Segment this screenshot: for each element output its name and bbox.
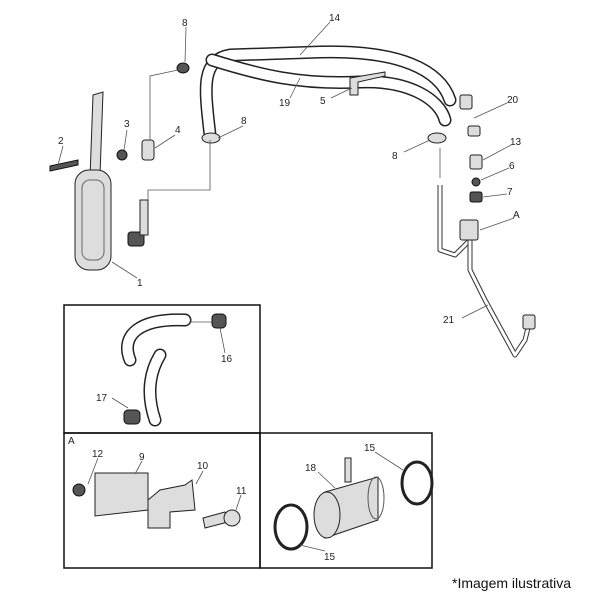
callout-12: 12	[92, 449, 104, 460]
callout-2: 2	[58, 136, 64, 147]
callout-A-inset: A	[68, 436, 75, 447]
callout-6: 6	[509, 161, 515, 172]
clamp-8	[427, 132, 447, 144]
callout-20: 20	[507, 95, 519, 106]
callout-9: 9	[139, 452, 145, 463]
callout-19: 19	[279, 98, 291, 109]
callout-11: 11	[236, 486, 247, 497]
bracket-5	[349, 71, 386, 96]
nut-6	[471, 177, 481, 187]
clamp-8	[176, 62, 190, 74]
inset-tube	[273, 451, 434, 552]
callout-15: 15	[324, 552, 336, 563]
callout-8: 8	[182, 18, 188, 29]
callout-10: 10	[197, 461, 209, 472]
fitting-13	[469, 154, 483, 170]
callout-3: 3	[124, 119, 130, 130]
fitting-20	[459, 94, 473, 110]
callout-4: 4	[175, 125, 181, 136]
callout-7: 7	[507, 187, 513, 198]
clamp-8	[201, 132, 221, 144]
leader-lines	[57, 21, 515, 319]
ferrule-7	[469, 191, 483, 203]
callout-21: 21	[443, 315, 455, 326]
callout-8: 8	[241, 116, 247, 127]
callout-15: 15	[364, 443, 376, 454]
inset-tube-box	[259, 432, 433, 569]
fitting-20b	[467, 125, 481, 137]
inset-bracket	[72, 457, 242, 529]
pipe-21	[437, 185, 536, 358]
oil-cooler-1	[49, 91, 155, 271]
callout-labels: 14 8 19 5 20 2 3 4 8 8 13 6 7 A 1 21 16 …	[58, 13, 522, 563]
callout-5: 5	[320, 96, 326, 107]
callout-A: A	[513, 210, 520, 221]
callout-8: 8	[392, 151, 398, 162]
callout-16: 16	[221, 354, 233, 365]
callout-18: 18	[305, 463, 317, 474]
inset-hose	[111, 313, 227, 427]
callout-14: 14	[329, 13, 341, 24]
callout-13: 13	[510, 137, 522, 148]
caption: *Imagem ilustrativa	[452, 575, 571, 591]
callout-1: 1	[137, 278, 143, 289]
callout-17: 17	[96, 393, 108, 404]
